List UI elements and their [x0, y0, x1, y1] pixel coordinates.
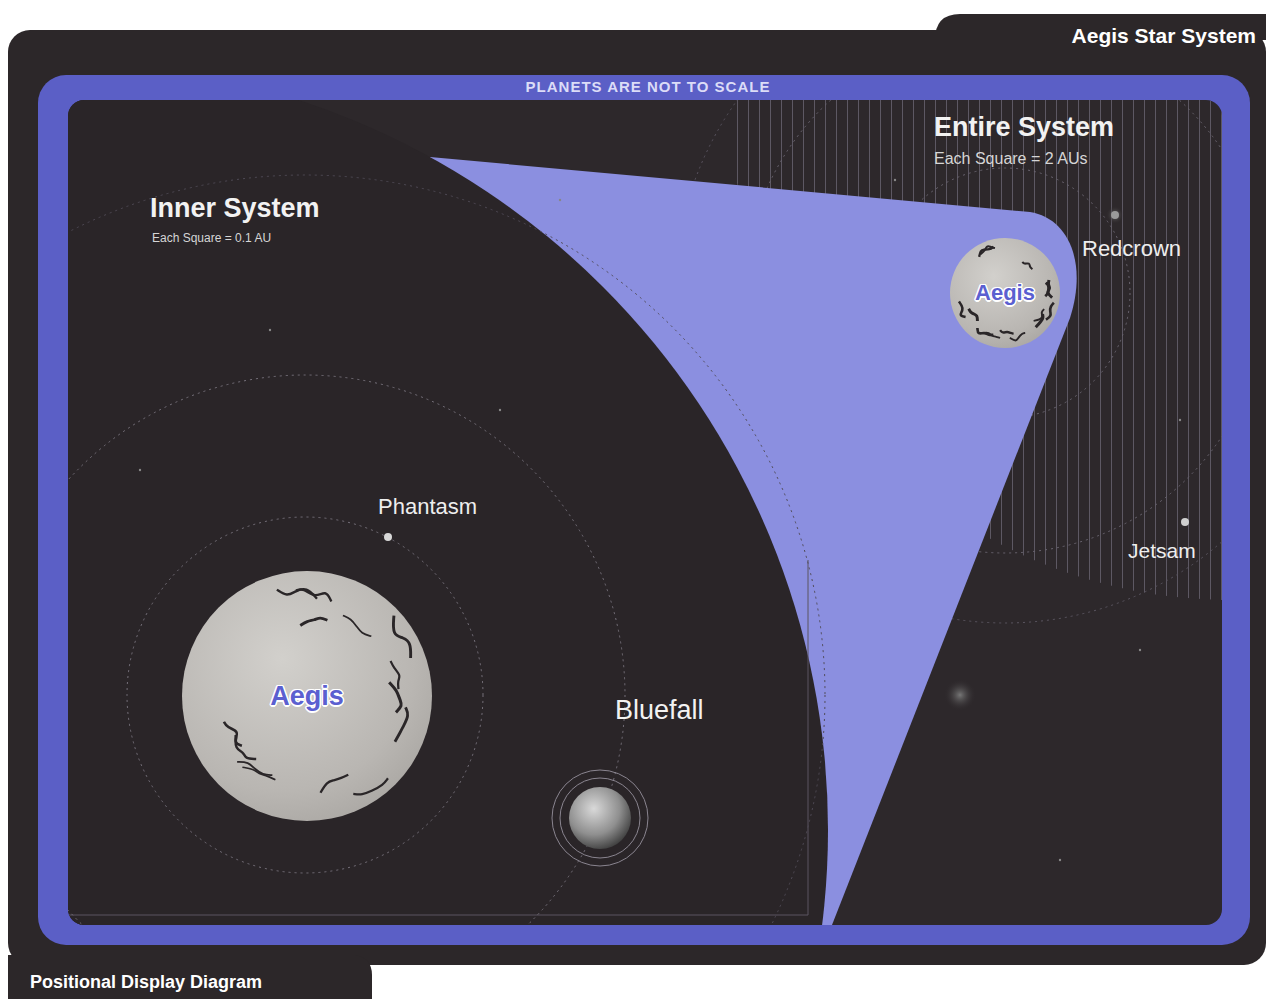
- grid-line: [808, 560, 809, 915]
- star: [1059, 859, 1061, 861]
- surface-crack: [353, 778, 388, 794]
- surface-crack: [969, 309, 978, 321]
- bluefall-ring: [560, 778, 640, 858]
- scale-note: Each Square = 2 AUs: [934, 150, 1087, 168]
- surface-crack: [296, 589, 331, 601]
- star: [499, 409, 501, 411]
- star: [269, 329, 271, 331]
- planet-name: Redcrown: [1082, 236, 1181, 261]
- surface-crack: [1010, 333, 1025, 341]
- surface-crack: [1000, 330, 1014, 333]
- surface-crack: [237, 762, 272, 775]
- panel-heading: Entire System: [934, 112, 1114, 143]
- planet-name: Jetsam: [1128, 539, 1196, 563]
- scale-note: Each Square = 0.1 AU: [152, 232, 271, 246]
- planet-aegis: Aegis: [182, 571, 432, 821]
- planet-aegis: Aegis: [950, 238, 1060, 348]
- surface-crack: [1046, 303, 1054, 320]
- star: [1179, 419, 1181, 421]
- redcrown-planet: [1111, 211, 1119, 219]
- surface-crack: [343, 615, 371, 636]
- surface-crack: [1045, 283, 1048, 296]
- jetsam-planet: [1181, 518, 1189, 526]
- diagram-title: Aegis Star System: [1072, 24, 1256, 48]
- planet-name: Bluefall: [615, 695, 704, 726]
- surface-crack: [959, 301, 966, 317]
- phantasm-moon: [384, 533, 392, 541]
- star: [1139, 649, 1141, 651]
- surface-crack: [389, 682, 401, 712]
- redcrown-planet: [1106, 206, 1124, 224]
- diagram-caption: Positional Display Diagram: [30, 972, 262, 993]
- orbit-line: [68, 375, 625, 925]
- surface-crack: [236, 735, 257, 759]
- star: [139, 469, 141, 471]
- moon-name: Phantasm: [378, 494, 477, 519]
- surface-crack: [977, 328, 993, 335]
- bluefall-ring: [552, 770, 648, 866]
- panel-heading: Inner System: [150, 193, 320, 224]
- surface-crack: [224, 722, 242, 746]
- surface-crack: [1022, 262, 1032, 269]
- planet-name: Aegis: [270, 681, 344, 712]
- surface-crack: [320, 775, 348, 793]
- star: [559, 199, 561, 201]
- grid-line: [68, 915, 808, 916]
- surface-crack: [391, 661, 400, 689]
- surface-crack: [300, 618, 327, 625]
- caption-tab: [8, 955, 372, 999]
- star: [894, 179, 896, 181]
- surface-crack: [395, 707, 408, 741]
- bluefall-planet: [569, 787, 631, 849]
- surface-crack: [242, 767, 275, 780]
- planet-name: Aegis: [975, 280, 1035, 306]
- scale-note: PLANETS ARE NOT TO SCALE: [526, 78, 771, 95]
- inner-system-region: [68, 100, 828, 925]
- surface-crack: [393, 616, 410, 658]
- surface-crack: [1034, 309, 1045, 321]
- distant-object: [944, 679, 976, 711]
- orbit-line: [68, 175, 825, 925]
- surface-crack: [980, 246, 995, 254]
- orbit-line: [127, 517, 483, 873]
